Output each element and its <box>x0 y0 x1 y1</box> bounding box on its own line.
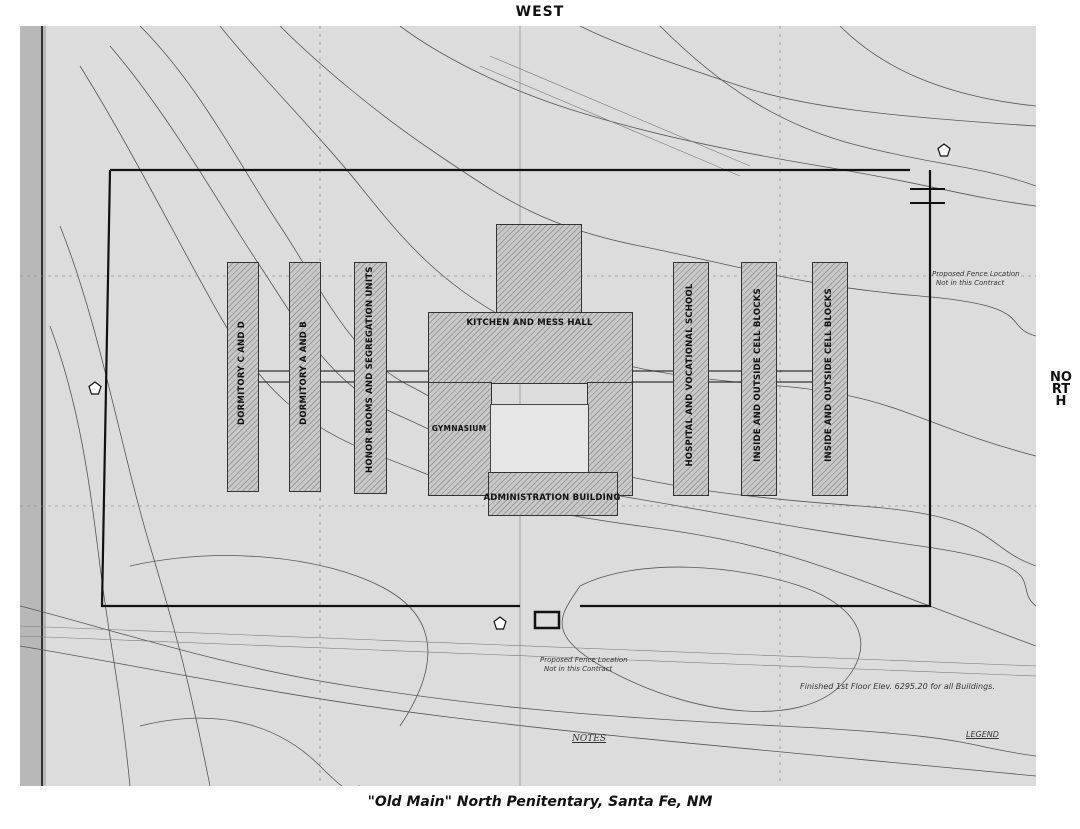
label-kitchen-mess-hall: KITCHEN AND MESS HALL <box>466 318 593 328</box>
building-gymnasium-block <box>428 382 492 496</box>
building-dormitory-c-d <box>227 262 259 492</box>
contour-lines <box>20 26 1036 786</box>
building-kitchen-mess-hall <box>428 312 633 384</box>
west-direction-label: WEST <box>515 4 565 20</box>
building-kitchen-wing <box>496 224 582 318</box>
fence-note-right-2: Not in this Contract <box>936 279 1005 287</box>
fence-note-bottom: Proposed Fence Location <box>540 656 628 664</box>
pentagon-marker-icon <box>493 616 507 630</box>
north-direction-label: NORTH <box>1050 370 1072 409</box>
label-honor-rooms: HONOR ROOMS AND SEGREGATION UNITS <box>365 266 375 473</box>
pentagon-marker-icon <box>88 381 102 395</box>
pentagon-marker-icon <box>937 143 951 157</box>
building-dormitory-a-b <box>289 262 321 492</box>
label-dormitory-c-d: DORMITORY C AND D <box>237 320 247 426</box>
building-cell-blocks-1 <box>741 262 777 496</box>
label-dormitory-a-b: DORMITORY A AND B <box>299 321 309 425</box>
site-plan-blueprint: DORMITORY C AND D DORMITORY A AND B HONO… <box>20 26 1036 786</box>
fence-note-right: Proposed Fence Location <box>932 270 1020 278</box>
label-cell-blocks-1: INSIDE AND OUTSIDE CELL BLOCKS <box>753 288 763 462</box>
label-administration-building: ADMINISTRATION BUILDING <box>483 493 621 503</box>
finished-floor-note: Finished 1st Floor Elev. 6295.20 for all… <box>800 682 995 691</box>
legend-heading: LEGEND <box>966 730 999 739</box>
label-cell-blocks-2: INSIDE AND OUTSIDE CELL BLOCKS <box>824 288 834 462</box>
building-honor-rooms <box>354 262 387 494</box>
notes-heading: NOTES <box>572 734 606 744</box>
figure-caption: "Old Main" North Penitentary, Santa Fe, … <box>367 794 713 810</box>
building-hospital-vocational <box>673 262 709 496</box>
building-administration <box>488 472 618 516</box>
label-hospital-vocational: HOSPITAL AND VOCATIONAL SCHOOL <box>685 283 695 467</box>
fence-note-bottom-2: Not in this Contract <box>544 665 613 673</box>
building-courtyard <box>490 404 589 476</box>
building-cell-blocks-2 <box>812 262 848 496</box>
label-gymnasium: GYMNASIUM <box>431 424 487 433</box>
